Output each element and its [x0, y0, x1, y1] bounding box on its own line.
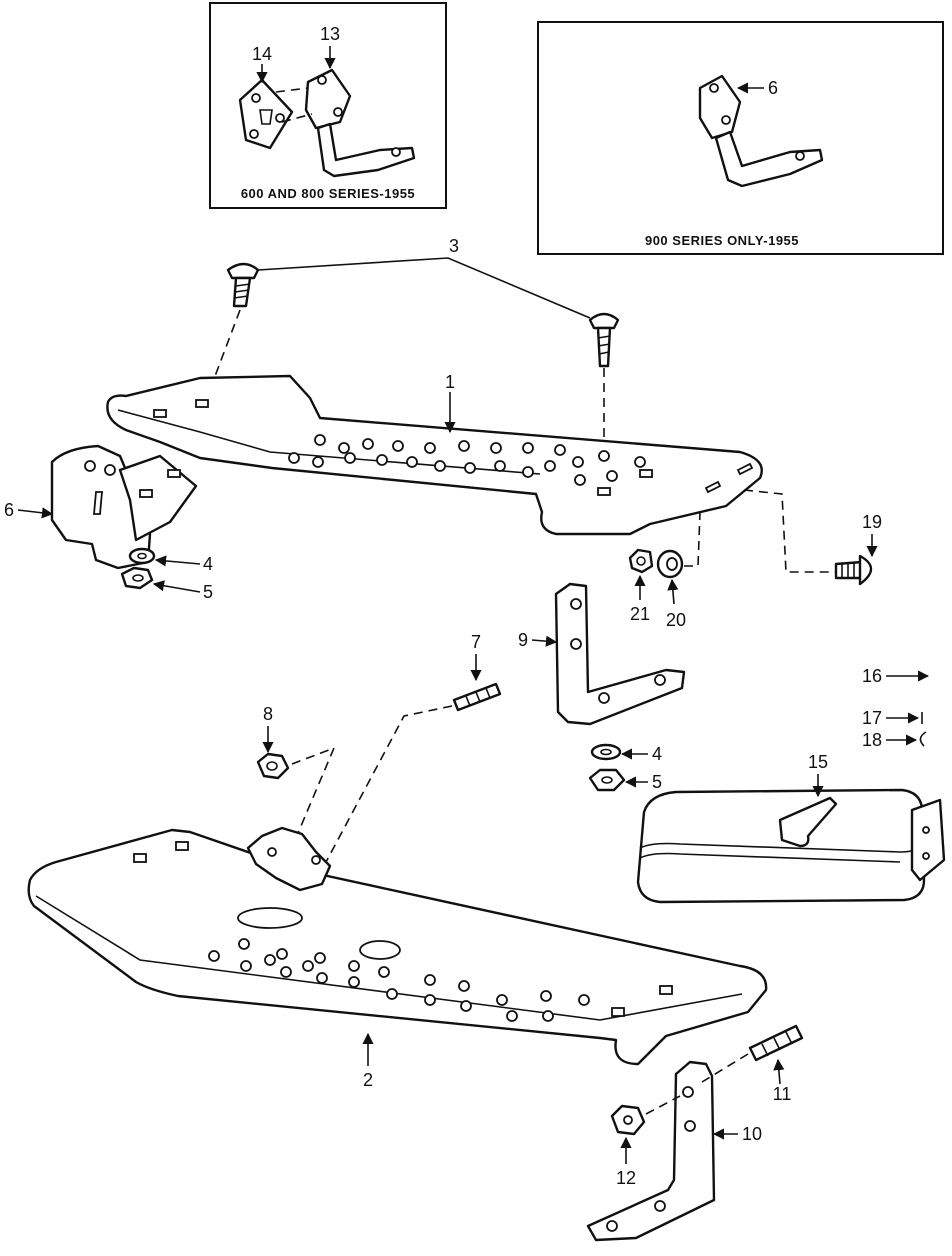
- callout-21: 21: [630, 604, 650, 624]
- assembly-dash-7: [325, 705, 453, 863]
- part-3-carriage-bolts: [226, 257, 620, 368]
- callout-17: 17: [862, 708, 882, 728]
- leader-4-left: [154, 555, 201, 567]
- assembly-dash-8: [289, 746, 336, 853]
- part-6-bracket: [50, 444, 198, 570]
- callout-7: 7: [471, 632, 481, 652]
- callout-13: 13: [320, 24, 340, 44]
- callout-20: 20: [666, 610, 686, 630]
- callout-8: 8: [263, 704, 273, 724]
- callout-18: 18: [862, 730, 882, 750]
- part-4-lock-washer-left: [128, 547, 156, 565]
- callout-1: 1: [445, 372, 455, 392]
- part-18-pin: [919, 731, 927, 747]
- inset-600-800-series: 14 13 600 AND 800 SERIES-1955: [209, 2, 447, 209]
- callout-6-inset: 6: [768, 78, 778, 98]
- assembly-dash-14-13: [275, 87, 313, 123]
- part-8-nut: [256, 752, 290, 780]
- part-7-stud: [452, 682, 502, 712]
- callout-5-center: 5: [652, 772, 662, 792]
- part-15-tool-box: [636, 788, 946, 904]
- callout-2: 2: [363, 1070, 373, 1090]
- callout-19: 19: [862, 512, 882, 532]
- assembly-dash-20: [684, 511, 701, 567]
- leader-9: [531, 635, 558, 647]
- part-13-bracket: [304, 68, 416, 178]
- assembly-dash-12: [645, 1095, 681, 1115]
- part-12-nut: [610, 1104, 646, 1136]
- part-6-bracket-900: [698, 74, 824, 188]
- leader-6: [17, 507, 54, 519]
- leader-5-left: [152, 580, 201, 593]
- caption-900-series: 900 SERIES ONLY-1955: [645, 233, 799, 248]
- leader-20: [667, 578, 679, 605]
- callout-14: 14: [252, 44, 272, 64]
- part-19-carriage-bolt: [834, 554, 873, 586]
- part-10-angle-bracket: [586, 1060, 716, 1242]
- part-5-nut-left: [120, 566, 154, 590]
- callout-4-left: 4: [203, 554, 213, 574]
- part-9-angle-bracket: [554, 582, 686, 726]
- callout-6: 6: [4, 500, 14, 520]
- callout-9: 9: [518, 630, 528, 650]
- assembly-dash-19: [743, 489, 840, 573]
- part-2-mounting-bracket: [246, 826, 332, 892]
- assembly-dash-11: [701, 1053, 749, 1083]
- callout-3: 3: [449, 236, 459, 256]
- callout-12: 12: [616, 1168, 636, 1188]
- callout-5-left: 5: [203, 582, 213, 602]
- leader-11: [773, 1058, 785, 1085]
- callout-15: 15: [808, 752, 828, 772]
- part-21-nut: [628, 548, 654, 574]
- caption-600-800-series: 600 AND 800 SERIES-1955: [241, 186, 415, 201]
- callout-4-center: 4: [652, 744, 662, 764]
- callout-11: 11: [773, 1084, 792, 1104]
- part-2-step-plate: [27, 826, 768, 1066]
- inset-900-series: 6 900 SERIES ONLY-1955: [537, 21, 944, 255]
- callout-10: 10: [742, 1124, 762, 1144]
- part-4-lock-washer-center: [590, 743, 622, 761]
- callout-16: 16: [862, 666, 882, 686]
- part-11-stud: [748, 1024, 804, 1062]
- part-14-plate: [238, 78, 294, 150]
- part-1-step-plate: [106, 374, 763, 536]
- part-5-nut-center: [588, 768, 626, 792]
- part-20-washer: [656, 549, 684, 579]
